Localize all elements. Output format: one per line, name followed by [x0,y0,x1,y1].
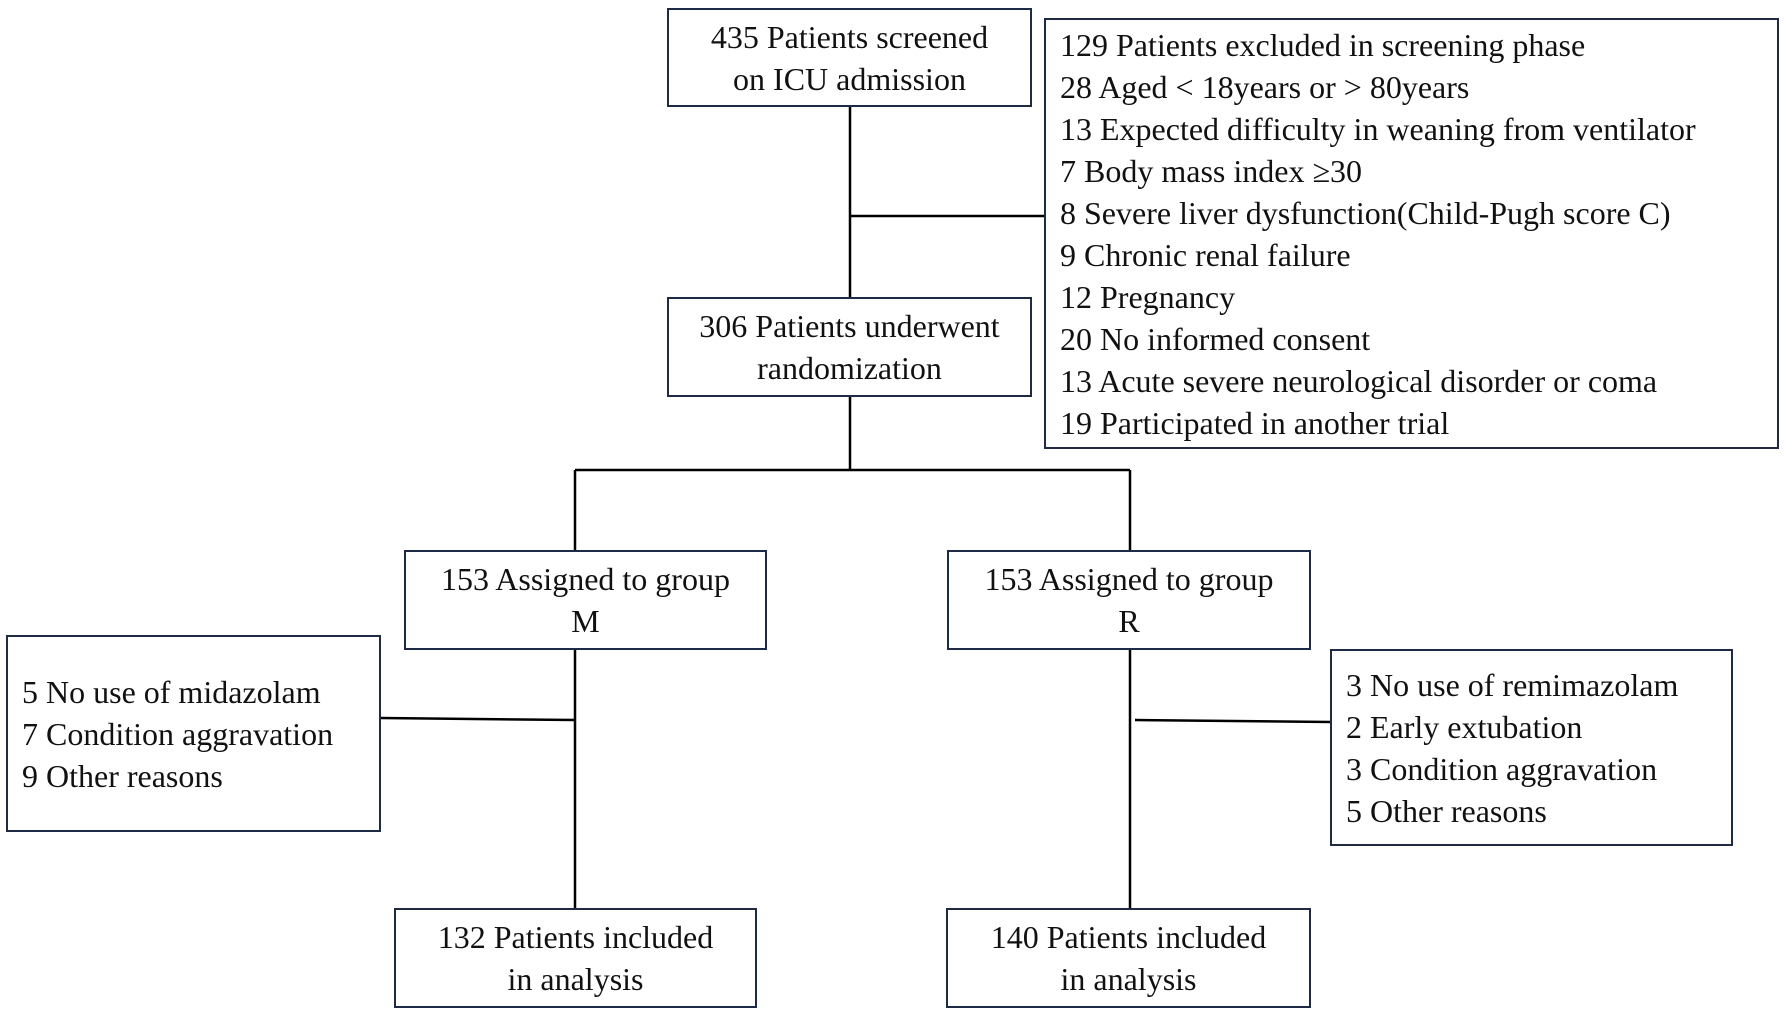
analysis-r-line-2: in analysis [1060,961,1197,997]
analysis-r-box: 140 Patients included in analysis [946,908,1311,1008]
screening-box: 435 Patients screened on ICU admission [667,8,1032,107]
group-r-box: 153 Assigned to group R [947,550,1311,650]
dropout-m-item: 9 Other reasons [22,757,223,794]
dropout-r-item: 3 No use of remimazolam [1346,666,1679,703]
screening-line-2: on ICU admission [733,60,966,97]
exclusion-item: 20 No informed consent [1060,320,1371,357]
connector-to-dropout-r [1134,718,1332,724]
connector-to-dropout-m [378,716,576,722]
exclusion-box: 129 Patients excluded in screening phase… [1044,18,1779,449]
group-m-line-1: 153 Assigned to group [441,561,730,597]
dropout-m-item: 5 No use of midazolam [22,673,321,710]
dropout-r-box: 3 No use of remimazolam 2 Early extubati… [1330,649,1733,846]
group-r-line-2: R [1118,603,1140,639]
randomization-line-2: randomization [757,350,942,386]
group-m-line-2: M [571,603,600,639]
exclusion-item: 28 Aged < 18years or > 80years [1060,68,1470,105]
dropout-r-item: 2 Early extubation [1346,708,1583,745]
exclusion-item: 9 Chronic renal failure [1060,236,1351,273]
dropout-m-item: 7 Condition aggravation [22,715,334,752]
randomization-line-1: 306 Patients underwent [699,308,1000,344]
analysis-m-line-2: in analysis [507,961,644,997]
analysis-r-line-1: 140 Patients included [990,919,1267,955]
group-m-box: 153 Assigned to group M [404,550,767,650]
exclusion-item: 7 Body mass index ≥30 [1060,152,1362,189]
exclusion-item: 8 Severe liver dysfunction(Child-Pugh sc… [1060,194,1671,231]
exclusion-item: 12 Pregnancy [1060,278,1236,315]
dropout-r-item: 5 Other reasons [1346,792,1547,829]
group-r-line-1: 153 Assigned to group [984,561,1274,597]
analysis-m-line-1: 132 Patients included [437,919,714,955]
randomization-box: 306 Patients underwent randomization [667,297,1032,397]
analysis-m-box: 132 Patients included in analysis [394,908,757,1008]
exclusion-item: 19 Participated in another trial [1060,404,1450,441]
dropout-m-box: 5 No use of midazolam 7 Condition aggrav… [6,635,381,832]
exclusion-item: 13 Expected difficulty in weaning from v… [1060,110,1696,147]
exclusion-item: 129 Patients excluded in screening phase [1060,26,1586,63]
screening-line-1: 435 Patients screened [710,18,989,55]
dropout-r-item: 3 Condition aggravation [1346,750,1658,787]
exclusion-item: 13 Acute severe neurological disorder or… [1060,362,1658,399]
